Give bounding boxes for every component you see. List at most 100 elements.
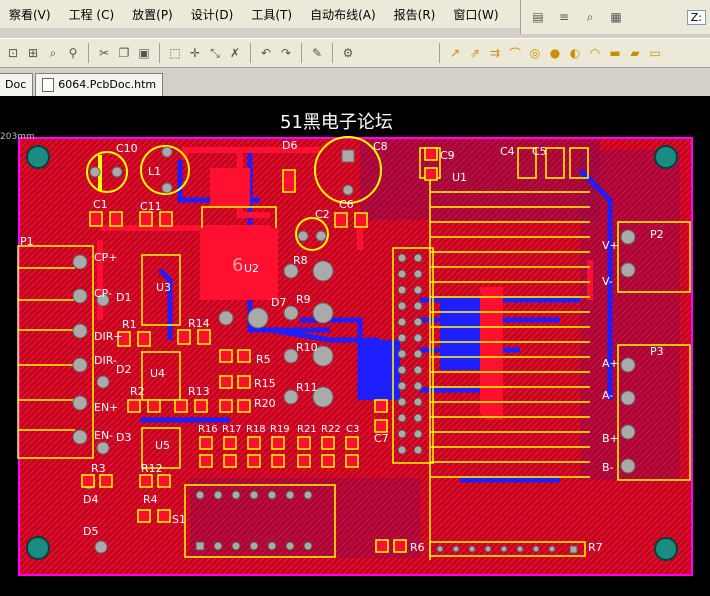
label-en-plus: EN+: [94, 401, 119, 414]
menu-design[interactable]: 设计(D): [190, 7, 234, 22]
inductor-l1: [140, 145, 190, 195]
place-region-icon[interactable]: ▭: [649, 46, 661, 60]
label-r7: R7: [588, 541, 603, 554]
zoom-fit-icon[interactable]: ⊡: [7, 46, 19, 60]
label-u2: U2: [244, 262, 260, 275]
capacitor-c2: [295, 217, 329, 251]
label-r17: R17: [222, 424, 242, 435]
header-pins: [195, 253, 578, 554]
select-icon[interactable]: ⤡: [210, 45, 220, 60]
menu-reports[interactable]: 报告(R): [393, 7, 436, 22]
place-arc2-icon[interactable]: ◠: [589, 46, 601, 60]
capacitor-c10: [86, 151, 128, 193]
label-r6: R6: [410, 541, 425, 554]
label-c5: C5: [532, 145, 547, 158]
label-d5: D5: [83, 525, 99, 538]
label-a-minus: A-: [602, 389, 614, 402]
menu-autoroute[interactable]: 自动布线(A): [310, 7, 376, 22]
label-c6: C6: [339, 198, 354, 211]
redo-icon[interactable]: ↷: [280, 46, 292, 60]
label-v-minus: V-: [602, 275, 613, 288]
toolbar-divider: [439, 43, 440, 63]
blue-fill-block: [360, 340, 400, 400]
zoom-field[interactable]: Z:: [686, 9, 706, 25]
place-pad-icon[interactable]: ●: [549, 46, 561, 60]
place-polygon-icon[interactable]: ▰: [630, 46, 640, 60]
distribute-icon[interactable]: ≡: [558, 10, 570, 24]
tab-doc[interactable]: Doc: [0, 73, 34, 96]
route-diff-icon[interactable]: ⇗: [469, 46, 481, 60]
grid-icon[interactable]: ▦: [610, 10, 622, 24]
tab-pcbdoc-htm[interactable]: 6064.PcbDoc.htm: [35, 73, 164, 96]
label-dir-plus: DIR+: [94, 330, 123, 343]
highlight-icon[interactable]: ✎: [311, 46, 323, 60]
label-r1: R1: [122, 318, 137, 331]
label-c11: C11: [140, 200, 162, 213]
route-bus-icon[interactable]: ⇉: [489, 46, 501, 60]
cut-icon[interactable]: ✂: [98, 46, 110, 60]
place-arc-icon[interactable]: ⌒: [508, 46, 521, 61]
zoom-filter-icon[interactable]: ⚲: [68, 46, 78, 60]
label-c4: C4: [500, 145, 515, 158]
label-b-minus: B-: [602, 461, 614, 474]
toolbar-divider: [332, 43, 333, 63]
capacitor-c8: [314, 136, 382, 204]
label-c9: C9: [440, 149, 455, 162]
label-l1: L1: [148, 165, 162, 178]
label-d2: D2: [116, 363, 132, 376]
menu-project[interactable]: 工程 (C): [68, 7, 115, 22]
label-r21: R21: [297, 424, 317, 435]
label-r5: R5: [256, 353, 271, 366]
menu-place[interactable]: 放置(P): [132, 7, 173, 22]
label-r18: R18: [246, 424, 266, 435]
label-v-plus: V+: [602, 239, 619, 252]
menu-window[interactable]: 窗口(W): [453, 7, 499, 22]
copy-icon[interactable]: ❐: [118, 46, 130, 60]
move-icon[interactable]: ✛: [189, 46, 201, 60]
smd-pads: [81, 147, 438, 553]
toolbar-divider: [250, 43, 251, 63]
place-via-icon[interactable]: ◎: [529, 46, 541, 60]
main-toolbar: ⊡ ⊞ ⌕ ⚲ ✂ ❐ ▣ ⬚ ✛ ⤡ ✗ ↶ ↷ ✎ ⚙ ↗ ⇗ ⇉ ⌒ ◎ …: [0, 38, 710, 68]
menu-tools[interactable]: 工具(T): [251, 7, 293, 22]
red-fill-block: [210, 168, 250, 208]
menu-view[interactable]: 察看(V): [9, 7, 51, 22]
browse-icon[interactable]: ⚙: [342, 46, 354, 60]
label-r2: R2: [130, 385, 145, 398]
label-r10: R10: [296, 341, 318, 354]
deselect-icon[interactable]: ✗: [229, 46, 241, 60]
select-area-icon[interactable]: ⬚: [169, 46, 181, 60]
zoom-area-icon[interactable]: ⊞: [27, 46, 39, 60]
zoom-selected-icon[interactable]: ⌕: [49, 45, 57, 60]
label-r8: R8: [293, 254, 308, 267]
label-c2: C2: [315, 208, 330, 221]
place-string-icon[interactable]: ◐: [569, 46, 581, 60]
label-c7: C7: [374, 432, 389, 445]
route-track-icon[interactable]: ↗: [449, 46, 461, 60]
align-icon[interactable]: ▤: [532, 10, 544, 24]
mounting-hole: [26, 145, 50, 169]
label-b-plus: B+: [602, 432, 619, 445]
label-r12: R12: [141, 462, 163, 475]
label-r3: R3: [91, 462, 106, 475]
place-fill-icon[interactable]: ▬: [609, 46, 621, 60]
label-r20: R20: [254, 397, 276, 410]
label-r4: R4: [143, 493, 158, 506]
menu-bar: 察看(V) 工程 (C) 放置(P) 设计(D) 工具(T) 自动布线(A) 报…: [0, 0, 520, 28]
undo-icon[interactable]: ↶: [260, 46, 272, 60]
label-u5: U5: [155, 439, 171, 452]
label-d7: D7: [271, 296, 287, 309]
toolbar-divider: [88, 43, 89, 63]
label-u3: U3: [156, 281, 172, 294]
u2-regulator: [200, 228, 278, 300]
document-icon: [42, 78, 55, 92]
coordinate-readout: 203mm: [0, 132, 35, 142]
label-r15: R15: [254, 377, 276, 390]
th-pads: [72, 146, 636, 554]
board-title: 51黑电子论坛: [280, 112, 393, 133]
label-r9: R9: [296, 293, 311, 306]
label-r11: R11: [296, 381, 318, 394]
paste-icon[interactable]: ▣: [138, 46, 150, 60]
search-icon[interactable]: ⌕: [586, 9, 594, 24]
